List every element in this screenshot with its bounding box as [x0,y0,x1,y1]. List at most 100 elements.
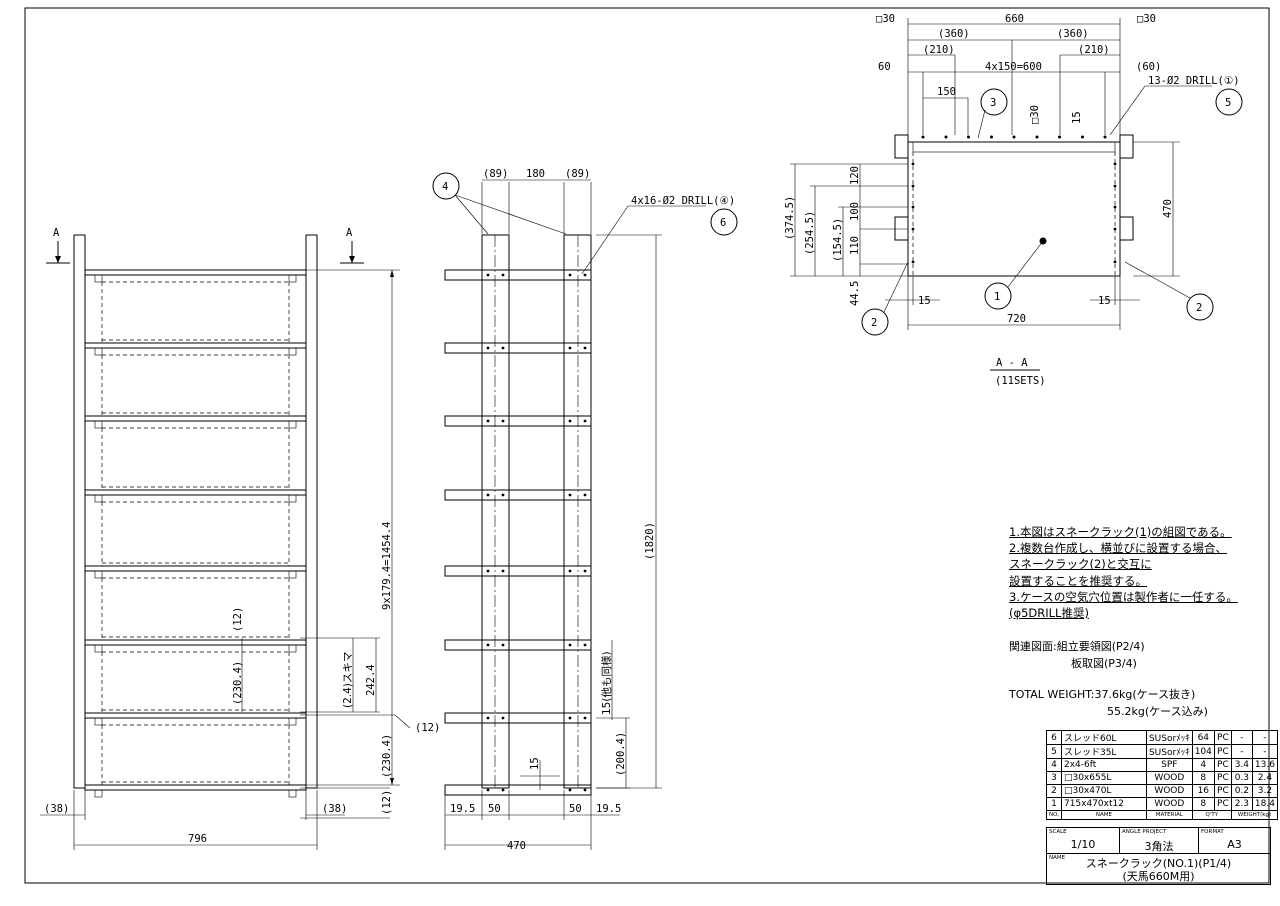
svg-text:1: 1 [994,291,1000,303]
bom-cell-w2: 18.4 [1251,797,1278,811]
dim-b-50-right: 50 [569,803,582,815]
bom-cell-unit: PC [1213,771,1232,785]
svg-text:6: 6 [720,217,726,229]
svg-text:4: 4 [442,181,448,193]
related-line-2: 板取図(P3/4) [1071,657,1137,670]
side-shelf [444,712,592,724]
front-shelf [84,415,307,490]
drill-hole [990,135,993,139]
side-shelf [444,639,592,651]
dim-720: 720 [1007,313,1026,325]
dim-254-5: (254.5) [804,211,816,255]
bom-cell-qty: 8 [1191,771,1215,785]
svg-text:3: 3 [990,97,996,109]
dim-height-1820: (1820) [644,522,656,560]
bom-cell-qty: 64 [1191,730,1215,745]
weight-line-2: 55.2kg(ケース込み) [1107,705,1208,718]
side-shelf [444,784,592,796]
related-line-1: 関連図面:組立要領図(P2/4) [1009,640,1145,653]
side-shelves [444,269,592,796]
dim-210-right: (210) [1078,44,1110,56]
bom-cell-w1: 3.4 [1230,758,1253,772]
front-shelf [84,639,307,713]
svg-text:2: 2 [871,317,877,329]
bom-cell-w2: - [1251,744,1278,759]
bom-cell-no: 1 [1046,797,1062,811]
bom-cell-name: スレッド60L [1060,730,1147,745]
dim-120: 120 [849,166,861,185]
drill-hole [1113,260,1117,264]
section-title: A - A [996,357,1028,369]
drill-hole [1113,184,1117,188]
bom-cell-no: 5 [1046,744,1062,759]
bom-cell-w1: 2.3 [1230,797,1253,811]
bom-cell-material: SUSorﾒｯｷ [1145,744,1193,759]
bom-cell-material: WOOD [1145,784,1193,798]
side-shelf [444,269,592,281]
side-view: (89) 180 (89) 4x16-Ø2 DRILL(④) (1820) 15… [444,168,735,852]
bom-cell-name: スレッド35L [1060,744,1147,759]
note-line: 1.本図はスネークラック(1)の組図である。 [1009,525,1232,539]
bom-cell-no: 6 [1046,730,1062,745]
bom-header-material: MATERIAL [1145,810,1193,820]
balloon-2-right: 2 [1186,293,1214,321]
bom-header-name: NAME [1060,810,1147,820]
title-block: SCALE 1/10 ANGLE PROJECT 3角法 FORMAT A3 N… [1046,827,1271,885]
dim-15-side: 15 [529,757,541,770]
dim-pitch: 4x150=600 [985,61,1042,73]
bom-cell-w2: 3.2 [1251,784,1278,798]
bom-header-qty: Q'TY [1191,810,1232,820]
drill-note-13: 13-Ø2 DRILL(①) [1148,75,1240,87]
balloon-5: 5 [1215,88,1243,116]
dim-width-796: 796 [188,833,207,845]
dim-360-right: (360) [1057,28,1089,40]
dim-210-left: (210) [923,44,955,56]
section-sets: (11SETS) [995,375,1046,387]
svg-text:2: 2 [1196,302,1202,314]
side-shelf [444,342,592,354]
balloon-4: 4 [432,172,460,200]
bom-header-no: NO. [1046,810,1062,820]
bom-cell-w2: 2.4 [1251,771,1278,785]
dim-leader-12: (12) [415,722,440,734]
dim-374-5: (374.5) [784,196,796,240]
bom-cell-name: □30x655L [1060,771,1147,785]
sheet-border [24,7,1270,884]
drill-hole [1035,135,1039,139]
front-shelf [84,565,307,640]
drill-hole [1103,135,1107,139]
drill-hole [911,205,915,209]
front-left-post [73,234,86,789]
note-line: 2.複数台作成し、横並びに設置する場合、 [1009,541,1227,556]
dim-44-5: 44.5 [849,281,861,306]
drill-hole [967,135,970,139]
bom-cell-qty: 8 [1191,797,1215,811]
format-cell: FORMAT A3 [1199,828,1270,854]
bom-cell-unit: PC [1213,730,1232,745]
dim-110: 110 [849,236,861,255]
dim-span-230-4: (230.4) [232,661,244,705]
bom-cell-w2: 13.6 [1251,758,1278,772]
dim-15-br: 15 [1098,295,1111,307]
drill-hole [911,162,915,166]
drill-note-side: 4x16-Ø2 DRILL(④) [631,195,735,207]
bom-cell-name: 715x470xt12 [1060,797,1147,811]
dim-470-section: 470 [1162,199,1174,218]
section-drill-holes [911,135,1117,264]
dim-sq30-right: □30 [1137,13,1156,25]
drill-hole [911,227,915,231]
front-shelf [84,269,307,343]
dim-sq30-left: □30 [876,13,895,25]
drill-hole [944,135,948,139]
balloon-2-left: 2 [861,308,889,336]
balloon-3: 3 [980,88,1008,116]
svg-text:5: 5 [1225,97,1231,109]
side-shelf [444,565,592,577]
side-shelf [444,415,592,427]
bom-cell-qty: 4 [1191,758,1215,772]
dim-bottom-12: (12) [381,790,393,815]
bom-cell-unit: PC [1213,758,1232,772]
bom-header: NO. NAME MATERIAL Q'TY WEIGHT(kg) [1046,810,1278,820]
